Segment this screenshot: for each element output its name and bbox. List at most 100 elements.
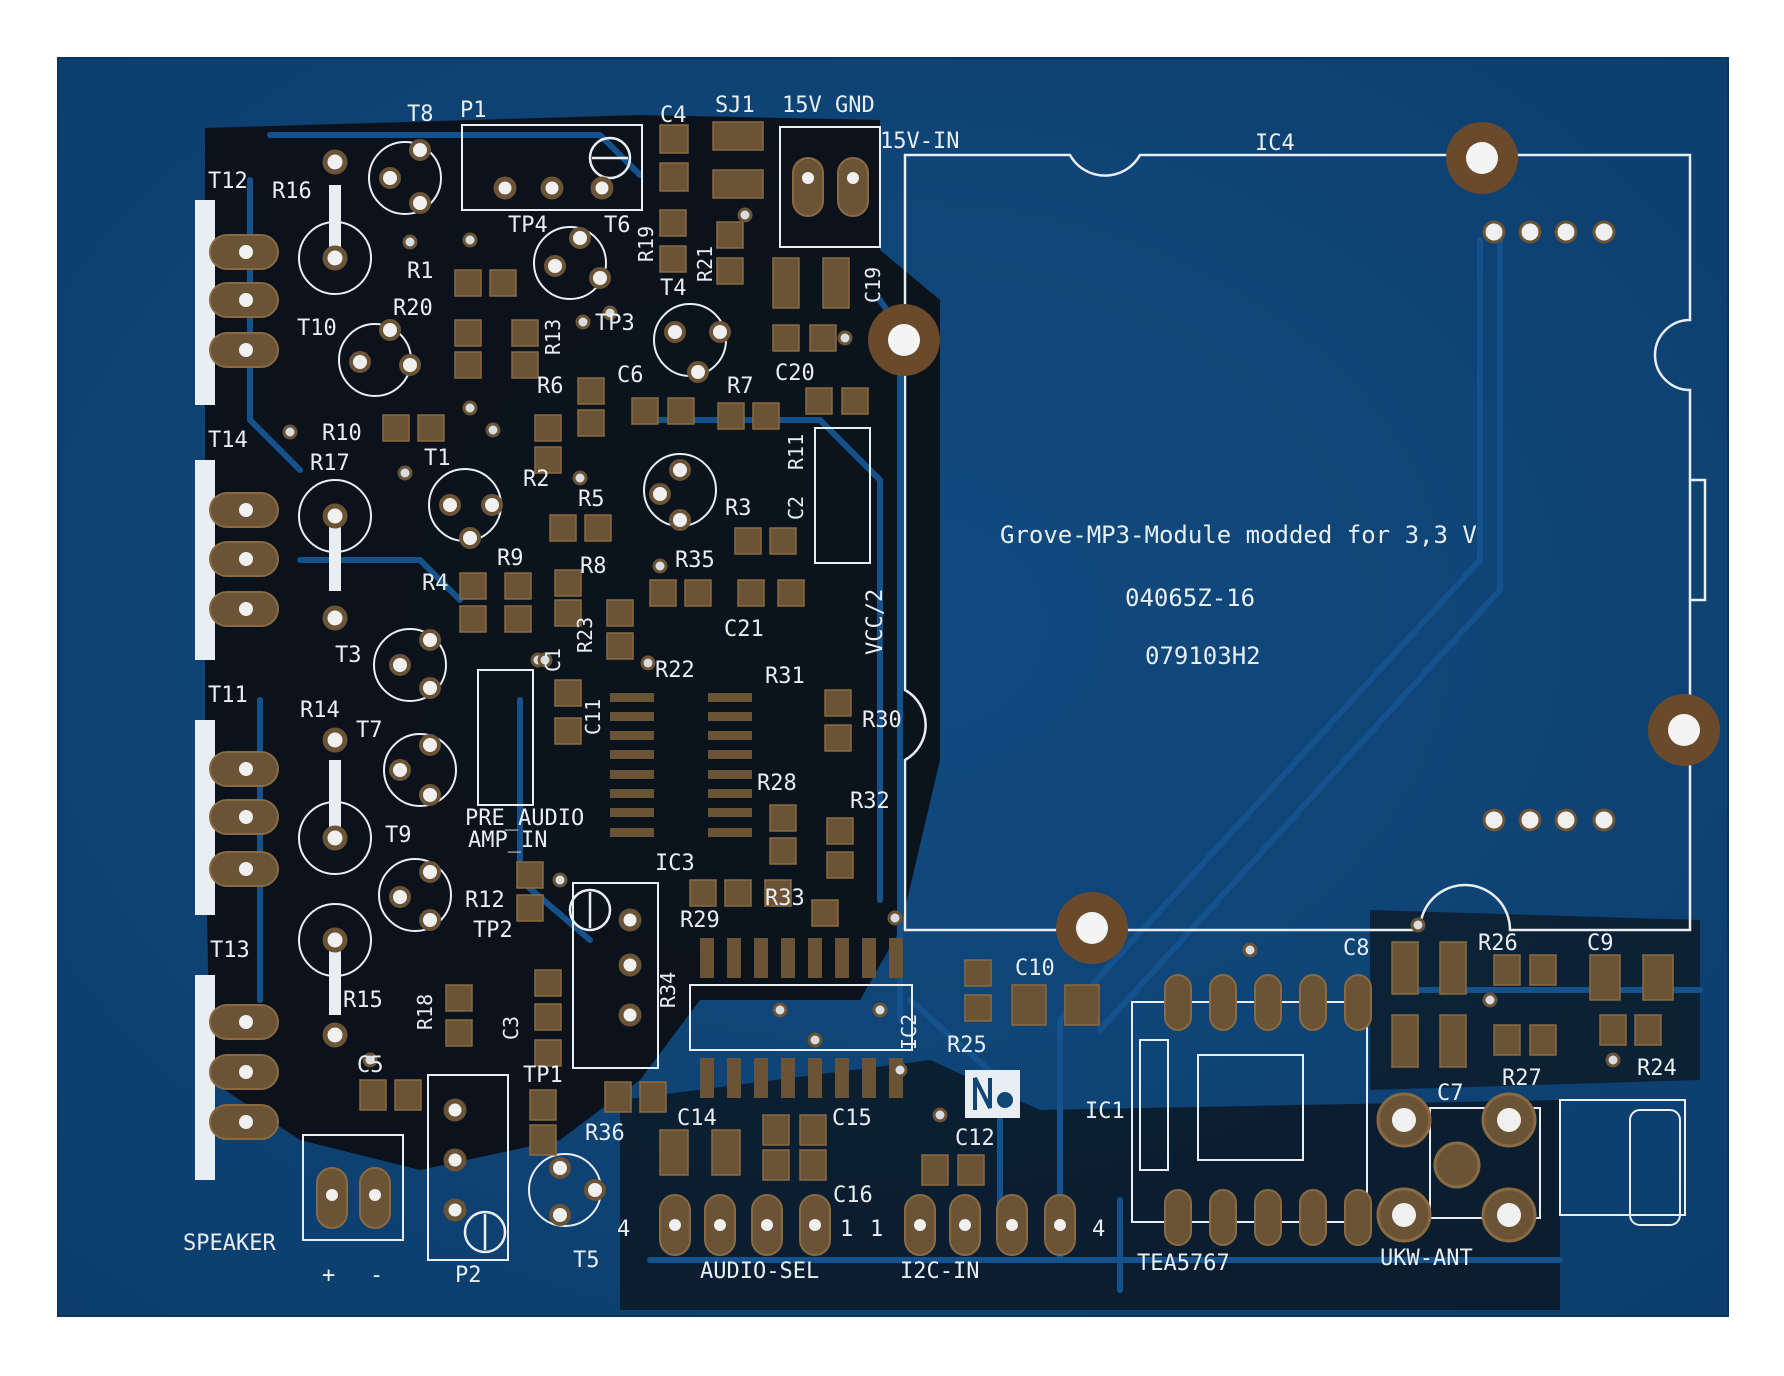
power-header-label: 15V GND	[782, 93, 875, 118]
audio-sel-pin1-label: 1	[840, 1217, 853, 1242]
vertical-resistors	[298, 149, 372, 1048]
trimmer-pots	[443, 136, 642, 1254]
antenna-jack	[1376, 1092, 1681, 1243]
designator-r3: R3	[725, 496, 752, 521]
transistor-pads	[349, 139, 731, 1226]
designator-r36: R36	[585, 1121, 625, 1146]
board-rev-text: 079103H2	[1145, 642, 1261, 670]
mounting-hole	[1648, 694, 1720, 766]
designator-r35: R35	[675, 548, 715, 573]
speaker-label: SPEAKER	[183, 1231, 276, 1256]
speaker-minus-label: -	[370, 1263, 383, 1288]
left-terminal-blocks	[195, 200, 279, 1180]
designator-p1: P1	[460, 98, 487, 123]
designator-r30: R30	[862, 708, 902, 733]
designator-t12: T12	[208, 169, 248, 194]
mounting-hole	[1056, 892, 1128, 964]
board-id-text: 04065Z-16	[1125, 584, 1255, 612]
designator-r6: R6	[537, 374, 564, 399]
mod-note-text: Grove-MP3-Module modded for 3,3 V	[1000, 521, 1477, 549]
designator-r32: R32	[850, 789, 890, 814]
designator-r25: R25	[947, 1033, 987, 1058]
designator-c8: C8	[1343, 936, 1370, 961]
mounting-hole	[868, 304, 940, 376]
vias	[282, 207, 1621, 1123]
designator-r31: R31	[765, 664, 805, 689]
designator-r20: R20	[393, 296, 433, 321]
designator-r10: R10	[322, 421, 362, 446]
designator-r7: R7	[727, 374, 754, 399]
designator-r15: R15	[343, 988, 383, 1013]
designator-ic2: IC2	[897, 1014, 921, 1050]
designator-r18: R18	[413, 994, 437, 1030]
designator-t5: T5	[573, 1248, 600, 1273]
designator-r1: R1	[407, 259, 434, 284]
designator-ic4: IC4	[1255, 131, 1295, 156]
audio-sel-pin4-label: 4	[617, 1217, 630, 1242]
designator-r26: R26	[1478, 931, 1518, 956]
connector-labels: 15V GND 15V-IN SPEAKER + - AUDIO-SEL I2C…	[183, 93, 1473, 1288]
designator-r33: R33	[765, 886, 805, 911]
designator-ic1: IC1	[1085, 1099, 1125, 1124]
designator-r5: R5	[578, 487, 605, 512]
pre-audio-label: PRE_AUDIO	[465, 806, 584, 831]
pad-holes	[326, 172, 1066, 1231]
designator-r12: R12	[465, 888, 505, 913]
designator-tp3: TP3	[595, 311, 635, 336]
designator-tp2: TP2	[473, 918, 513, 943]
i2c-pin1-label: 1	[870, 1217, 883, 1242]
module-pin-rows	[1482, 220, 1616, 832]
designator-c15: C15	[832, 1106, 872, 1131]
speaker-plus-label: +	[322, 1263, 335, 1288]
ukw-ant-label: UKW-ANT	[1380, 1246, 1473, 1271]
designator-c10: C10	[1015, 956, 1055, 981]
designator-r24: R24	[1637, 1056, 1677, 1081]
board-silkscreen-text: Grove-MP3-Module modded for 3,3 V 04065Z…	[1000, 521, 1477, 670]
designator-r2: R2	[523, 467, 550, 492]
designator-t10: T10	[297, 316, 337, 341]
designator-r4: R4	[422, 571, 449, 596]
designator-r16: R16	[272, 179, 312, 204]
designator-c21: C21	[724, 617, 764, 642]
designator-c11: C11	[581, 699, 605, 735]
designator-c14: C14	[677, 1106, 717, 1131]
i2c-in-label: I2C-IN	[900, 1259, 979, 1284]
designator-t11: T11	[208, 683, 248, 708]
through-hole-pads	[316, 157, 1372, 1256]
designator-r21: R21	[693, 246, 717, 282]
ic-outlines	[302, 124, 1686, 1261]
designator-r14: R14	[300, 698, 340, 723]
ic-smd-leads	[610, 693, 903, 1098]
designator-tp4: TP4	[508, 213, 548, 238]
designator-r17: R17	[310, 451, 350, 476]
designator-r19: R19	[634, 226, 658, 262]
designator-r29: R29	[680, 908, 720, 933]
designator-r23: R23	[573, 617, 597, 653]
designator-t14: T14	[208, 428, 248, 453]
designator-c6: C6	[617, 363, 644, 388]
designator-c7: C7	[1437, 1081, 1464, 1106]
designator-t8: T8	[407, 102, 434, 127]
designator-r13: R13	[541, 319, 565, 355]
designator-r22: R22	[655, 658, 695, 683]
designator-c9: C9	[1587, 931, 1614, 956]
designator-c4: C4	[660, 103, 687, 128]
designator-sj1: SJ1	[715, 93, 755, 118]
designator-r11: R11	[784, 434, 808, 470]
ic4-module-outline	[903, 153, 1707, 932]
designator-c20: C20	[775, 361, 815, 386]
designator-t6: T6	[604, 213, 631, 238]
designator-c19: C19	[861, 267, 885, 303]
designator-r28: R28	[757, 771, 797, 796]
designator-p2: P2	[455, 1263, 482, 1288]
designator-c5: C5	[357, 1053, 384, 1078]
designator-r8: R8	[580, 554, 607, 579]
logo-mark	[965, 1070, 1020, 1118]
designator-c3: C3	[499, 1016, 523, 1040]
audio-sel-label: AUDIO-SEL	[700, 1259, 819, 1284]
power-in-label: 15V-IN	[880, 129, 959, 154]
mounting-hole	[1446, 122, 1518, 194]
designator-c1: C1	[541, 648, 565, 672]
designator-c16: C16	[833, 1183, 873, 1208]
